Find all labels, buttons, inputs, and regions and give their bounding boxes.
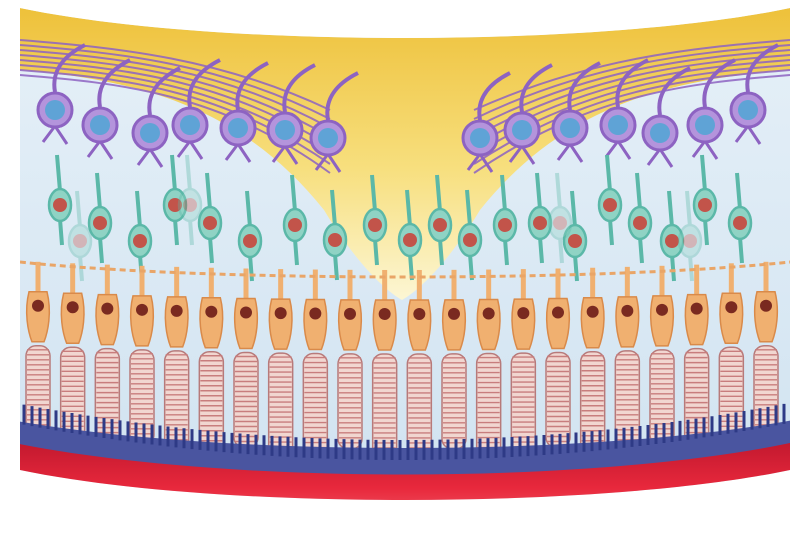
photoreceptor-cell [407, 270, 431, 473]
photoreceptor-cell [303, 270, 327, 473]
photoreceptor-cell [199, 268, 223, 471]
photoreceptor-cell [511, 269, 535, 472]
photoreceptor-cell [615, 267, 639, 470]
